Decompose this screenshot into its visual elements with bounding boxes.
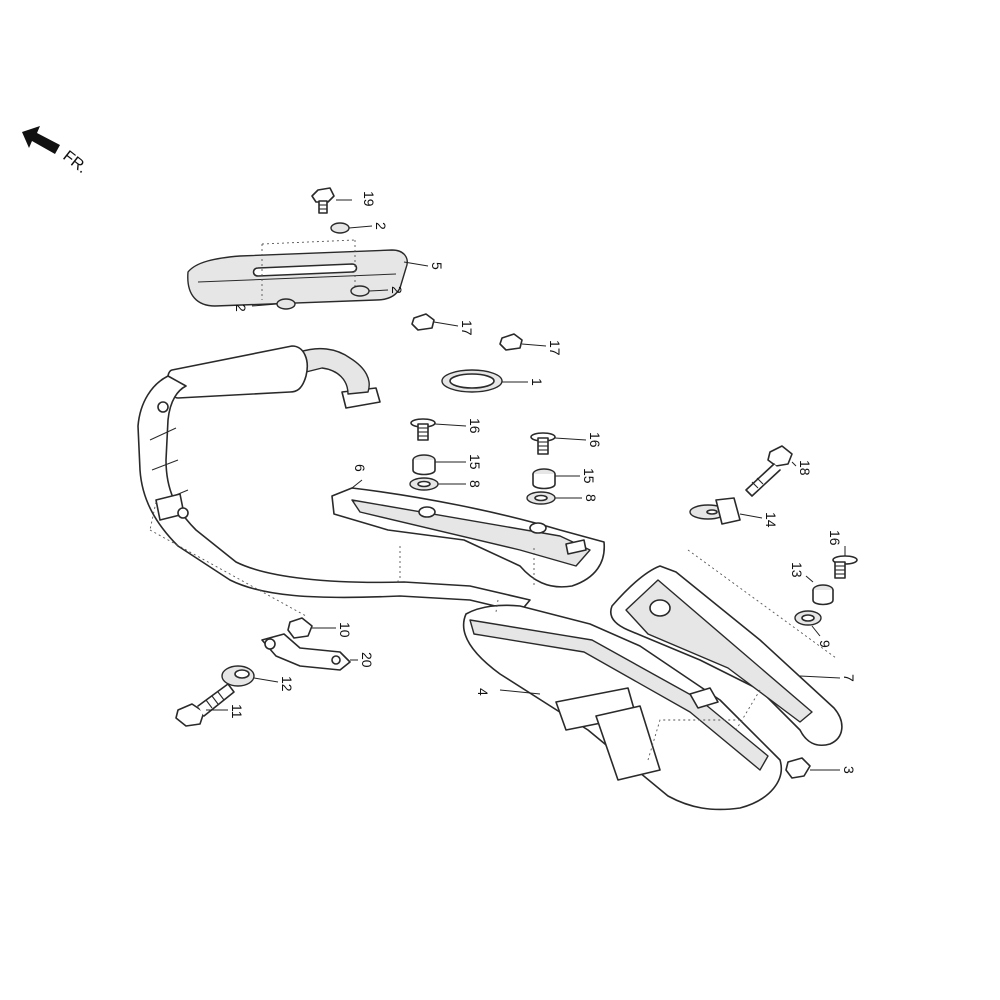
callout-4: 4 (475, 688, 491, 696)
muffler-bracket-20 (261, 633, 351, 671)
callout-1: 1 (529, 378, 545, 386)
callout-labels: 19 2 5 2 2 17 17 1 16 16 15 15 8 8 6 18 … (229, 191, 857, 774)
callout-15: 15 (581, 468, 597, 484)
callout-2: 2 (389, 286, 405, 294)
callout-12: 12 (279, 676, 295, 692)
callout-15: 15 (467, 454, 483, 470)
callout-8: 8 (467, 480, 483, 488)
callout-20: 20 (359, 652, 375, 668)
callout-7: 7 (841, 674, 857, 682)
callout-3: 3 (841, 766, 857, 774)
nut-10 (287, 617, 313, 639)
gasket-1 (441, 369, 503, 393)
callout-2: 2 (373, 222, 389, 230)
collar-15-right (532, 468, 556, 490)
exhaust-header-pipe (137, 345, 531, 613)
leader-lines (206, 199, 846, 771)
washer-2-top (330, 222, 350, 234)
callout-17: 17 (459, 320, 475, 336)
bolt-19 (311, 187, 335, 214)
front-label: FR. (60, 148, 91, 177)
bolt-18 (745, 445, 793, 497)
clamp-bolt-3 (785, 757, 811, 779)
grommet-8-left (409, 477, 439, 491)
callout-16: 16 (467, 418, 483, 434)
callout-6: 6 (352, 464, 368, 472)
muffler-body (462, 599, 782, 811)
flange-nut-17-right (499, 333, 523, 351)
front-direction-indicator: FR. (22, 126, 90, 177)
callout-16: 16 (587, 432, 603, 448)
grommet-12 (221, 665, 255, 687)
callout-2: 2 (233, 304, 249, 312)
callout-19: 19 (361, 191, 377, 207)
flange-nut-17-left (411, 313, 435, 331)
muffler-side-cover (610, 549, 843, 746)
callout-17: 17 (547, 340, 563, 356)
callout-18: 18 (797, 460, 813, 476)
callout-9: 9 (817, 640, 833, 648)
callout-11: 11 (229, 704, 245, 719)
bolt-16-left (410, 418, 436, 441)
collar-13 (812, 584, 834, 606)
callout-16: 16 (827, 530, 843, 546)
bolt-11 (175, 683, 235, 727)
grommet-8-right (526, 491, 556, 505)
heat-shield-upper (187, 239, 408, 307)
callout-14: 14 (763, 512, 779, 528)
bolt-16-right (530, 432, 556, 455)
washer-2-right (350, 285, 370, 297)
callout-10: 10 (337, 622, 353, 638)
front-arrow-icon (22, 126, 60, 154)
callout-8: 8 (583, 494, 599, 502)
heat-shield-lower (331, 487, 606, 588)
collar-15-left (412, 454, 436, 476)
callout-13: 13 (789, 562, 805, 578)
callout-5: 5 (429, 262, 445, 270)
washer-2-left (276, 298, 296, 310)
grommet-9 (794, 610, 822, 626)
special-bolt-14 (689, 497, 741, 525)
bolt-16-side (832, 555, 858, 579)
